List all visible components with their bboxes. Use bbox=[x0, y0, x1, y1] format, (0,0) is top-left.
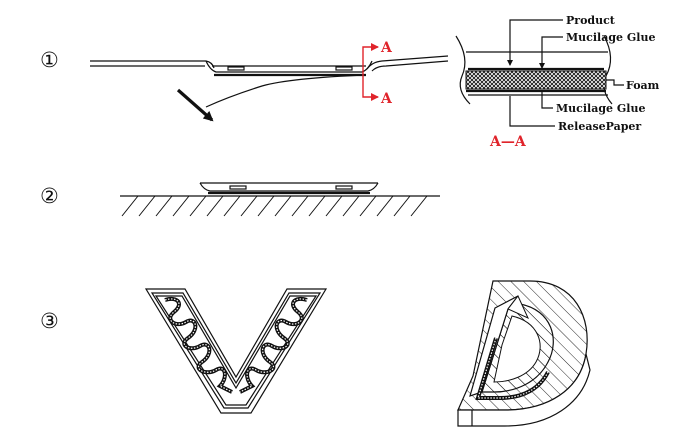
ground-hatch-line bbox=[342, 195, 360, 217]
product-on-surface bbox=[199, 182, 379, 195]
step-1-marker: ① bbox=[40, 48, 59, 72]
section-caption: A—A bbox=[489, 134, 527, 150]
ground-hatch-line bbox=[308, 195, 326, 217]
ground-hatch-line bbox=[223, 195, 241, 217]
section-mark-top: A bbox=[380, 40, 393, 56]
ground-hatch-line bbox=[274, 195, 292, 217]
label-release-paper: ReleasePaper bbox=[558, 120, 641, 133]
foam-layer bbox=[465, 70, 607, 90]
label-mucilage-glue-top: Mucilage Glue bbox=[566, 31, 655, 44]
label-product: Product bbox=[566, 14, 616, 27]
ground-hatch-line bbox=[376, 195, 394, 217]
ground-hatch-line bbox=[138, 195, 156, 217]
ground-hatch-line bbox=[121, 195, 139, 217]
ground-hatch-line bbox=[155, 195, 173, 217]
ground-surface bbox=[120, 195, 440, 217]
cross-section-leaders bbox=[507, 19, 624, 127]
label-mucilage-glue-bottom: Mucilage Glue bbox=[556, 102, 645, 115]
ground-hatch-line bbox=[189, 195, 207, 217]
ground-hatch-line bbox=[393, 195, 411, 217]
ground-hatch-line bbox=[240, 195, 258, 217]
letter-d-application bbox=[457, 280, 591, 427]
label-foam: Foam bbox=[626, 79, 660, 92]
ground-hatch-line bbox=[291, 195, 309, 217]
section-mark-bottom: A bbox=[380, 91, 393, 107]
ground-hatch-line bbox=[410, 195, 428, 217]
section-line-a-a bbox=[362, 43, 379, 101]
letter-v-application bbox=[144, 288, 328, 414]
ground-hatch-line bbox=[257, 195, 275, 217]
step-2-marker: ② bbox=[40, 184, 59, 208]
peel-direction-arrow bbox=[176, 88, 214, 122]
ground-hatch-line bbox=[359, 195, 377, 217]
ground-hatch-line bbox=[172, 195, 190, 217]
cross-section-detail bbox=[455, 35, 613, 105]
peeling-product-side-view bbox=[90, 55, 449, 122]
ground-hatch-line bbox=[325, 195, 343, 217]
step-3-marker: ③ bbox=[40, 309, 59, 333]
ground-hatch-line bbox=[206, 195, 224, 217]
